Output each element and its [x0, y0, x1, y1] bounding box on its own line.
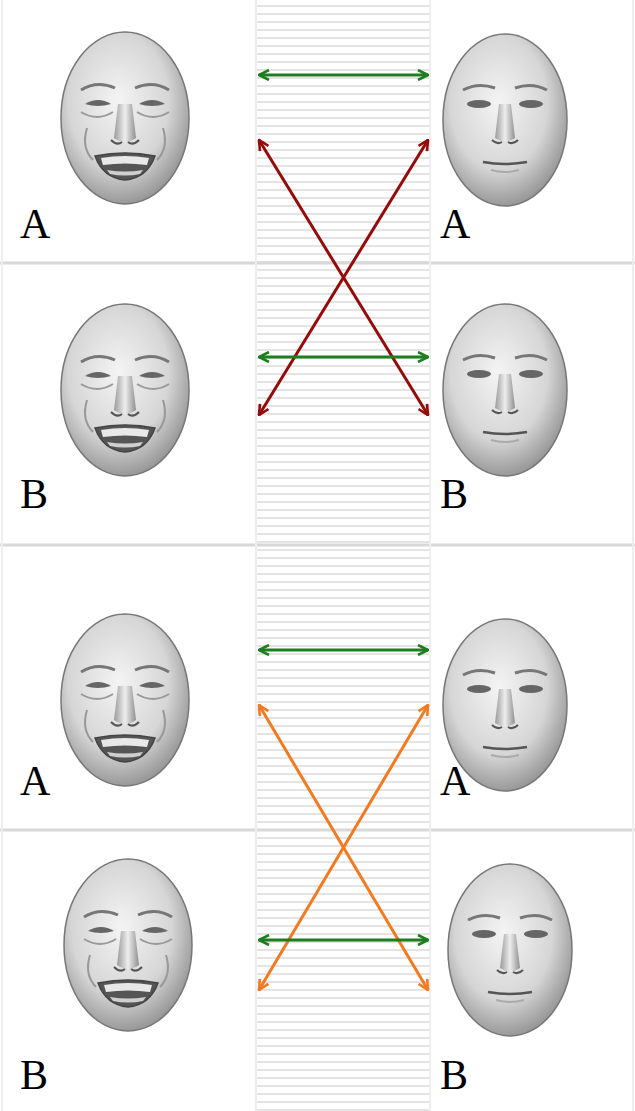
- striped-column: [256, 0, 430, 1111]
- subject-label: B: [20, 473, 48, 515]
- face-panel: B: [0, 832, 256, 1111]
- comparison-arrow: [259, 705, 428, 990]
- face-panel: B: [430, 832, 635, 1111]
- panel-dividers: [0, 263, 635, 830]
- subject-label: A: [20, 203, 50, 245]
- face-panel: A: [0, 548, 256, 828]
- subject-label: B: [440, 473, 468, 515]
- comparison-arrow: [259, 356, 428, 359]
- comparison-arrow: [259, 140, 428, 415]
- comparison-arrow: [259, 705, 428, 990]
- subject-label: B: [20, 1054, 48, 1096]
- comparison-arrow: [259, 140, 428, 415]
- comparison-arrow: [259, 74, 428, 77]
- face-panel: A: [430, 0, 635, 262]
- comparison-arrow: [259, 939, 428, 942]
- face-panel: B: [0, 264, 256, 544]
- face-panel: B: [430, 264, 635, 544]
- subject-label: B: [440, 1054, 468, 1096]
- face-panel: A: [0, 0, 256, 262]
- subject-label: A: [440, 760, 470, 802]
- comparison-arrow: [259, 649, 428, 652]
- subject-label: A: [440, 203, 470, 245]
- face-panel: A: [430, 548, 635, 828]
- subject-label: A: [20, 760, 50, 802]
